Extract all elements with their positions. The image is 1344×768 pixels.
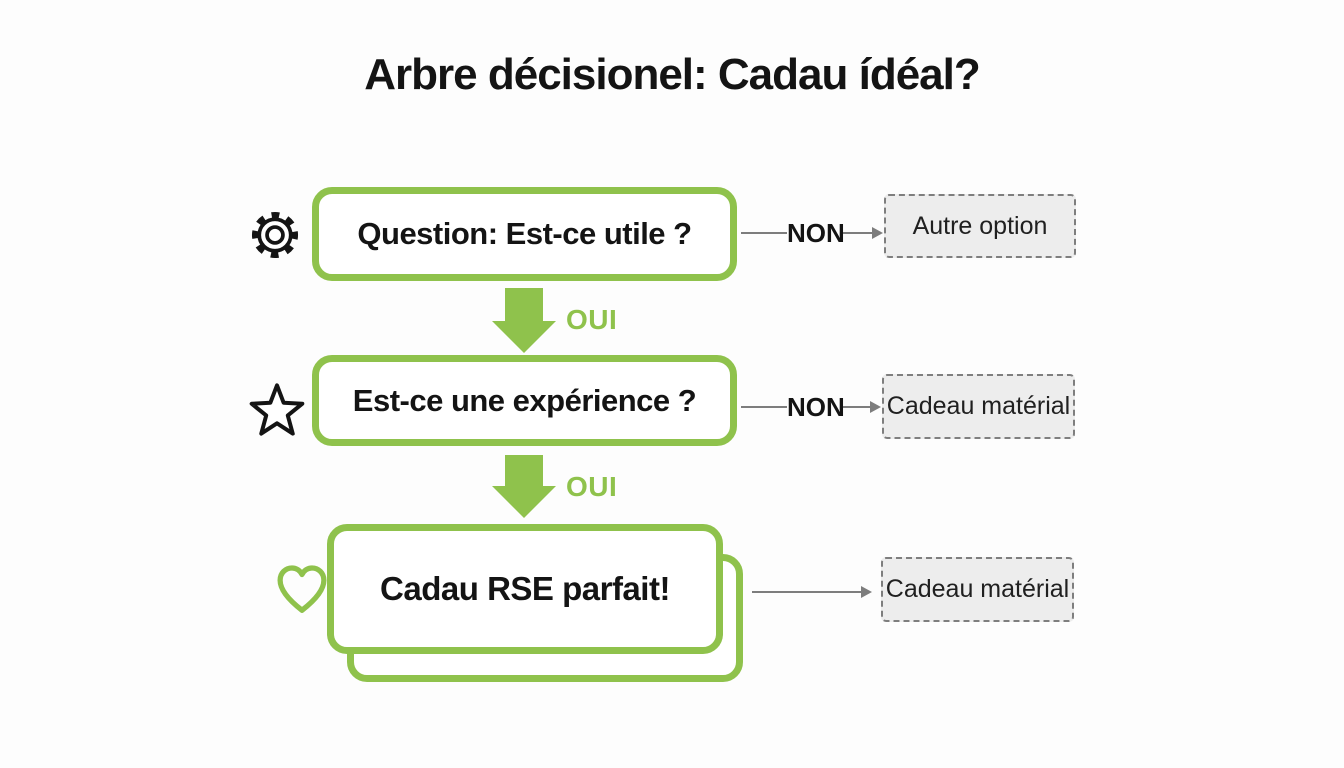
target-box-autre-option-label: Autre option — [912, 211, 1048, 240]
question-box-utile: Question: Est-ce utile ? — [312, 187, 737, 281]
target-box-cadeau-material-1-label: Cadeau matérial — [886, 392, 1071, 420]
result-box-label: Cadau RSE parfait! — [380, 570, 670, 607]
branch-label-non-1: NON — [787, 218, 845, 248]
target-box-autre-option: Autre option — [884, 194, 1076, 258]
target-box-cadeau-material-2-label: Cadeau matérial — [885, 575, 1070, 603]
branch-label-oui-2: OUI — [566, 471, 618, 502]
question-box-experience-label: Est-ce une expérience ? — [352, 382, 697, 418]
branch-label-oui-1: OUI — [566, 304, 618, 335]
question-box-utile-label: Question: Est-ce utile ? — [357, 216, 692, 251]
connector-line — [741, 232, 787, 234]
down-arrow-icon — [492, 288, 556, 358]
result-box: Cadau RSE parfait! — [327, 524, 723, 654]
arrowhead-icon — [872, 227, 883, 239]
connector-line — [843, 406, 871, 408]
arrowhead-icon — [861, 586, 872, 598]
gear-icon — [247, 207, 303, 268]
branch-label-non-2: NON — [787, 392, 845, 422]
connector-line — [843, 232, 873, 234]
down-arrow-icon — [492, 455, 556, 523]
page-title: Arbre décisionel: Cadau ídéal? — [364, 50, 981, 99]
connector-line — [741, 406, 787, 408]
heart-icon — [272, 560, 332, 623]
target-box-cadeau-material-2: Cadeau matérial — [881, 557, 1074, 622]
target-box-cadeau-material-1: Cadeau matérial — [882, 374, 1075, 439]
question-box-experience: Est-ce une expérience ? — [312, 355, 737, 446]
arrowhead-icon — [870, 401, 881, 413]
connector-line — [752, 591, 862, 593]
star-icon — [245, 382, 309, 447]
